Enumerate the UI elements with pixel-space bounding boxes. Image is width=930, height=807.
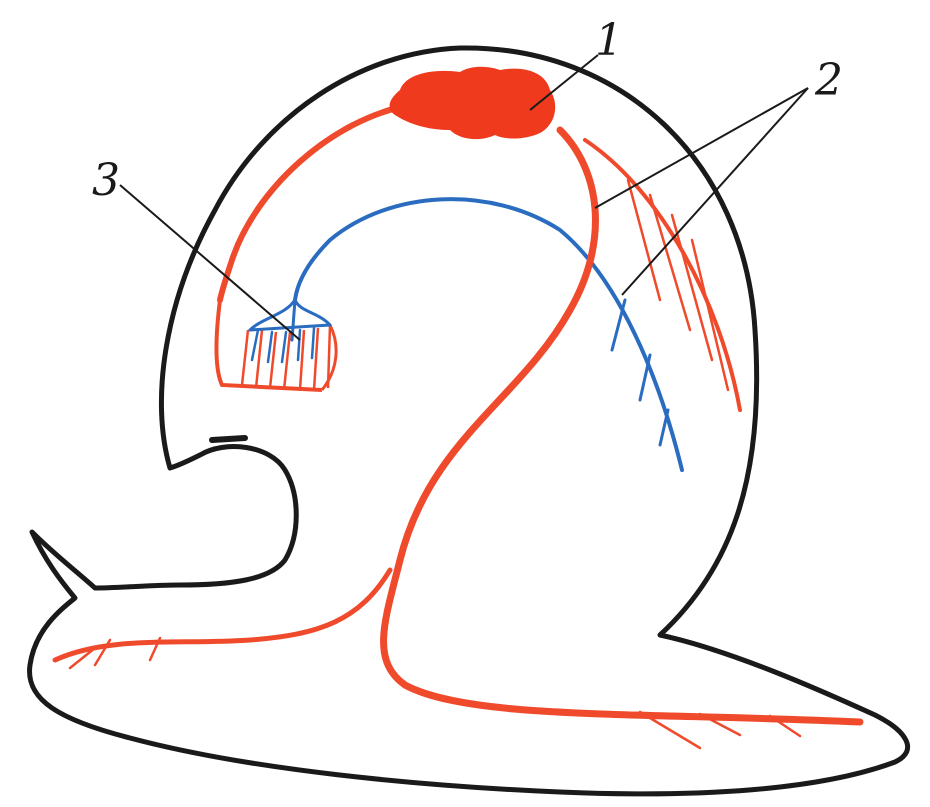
label-vessels: 2 — [814, 55, 843, 106]
label-heart: 1 — [595, 15, 623, 66]
snail-body-outline — [30, 48, 908, 794]
label-lung: 3 — [92, 155, 120, 206]
mantle-edge-mark — [212, 438, 245, 440]
